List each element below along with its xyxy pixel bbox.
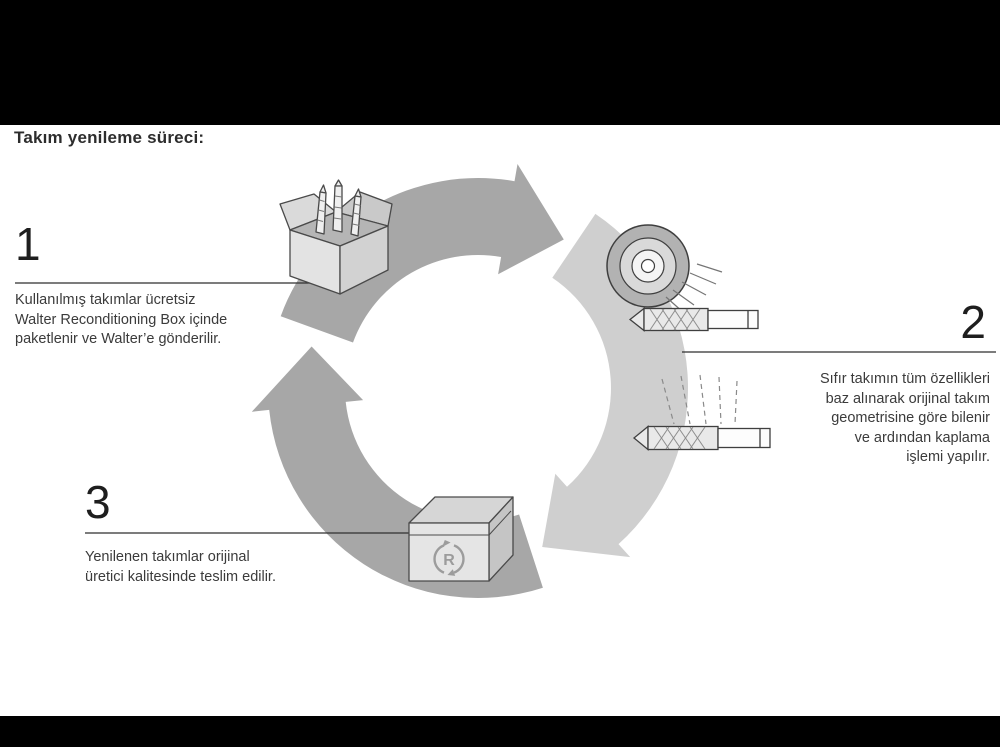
text-line: Sıfır takımın tüm özellikleri <box>819 371 990 387</box>
step-3-number: 3 <box>85 476 111 528</box>
text-line: Kullanılmış takımlar ücretsiz <box>15 292 196 308</box>
recycle-logo-letter: R <box>443 552 455 569</box>
box-front-face <box>408 522 490 582</box>
text-line: işlemi yapılır. <box>906 449 990 465</box>
text-line: paketlenir ve Walter’e gönderilir. <box>15 331 222 347</box>
text-line: ve ardından kaplama <box>854 429 990 446</box>
recycle-logo-icon <box>433 540 465 576</box>
page-title: Takım yenileme süreci: <box>14 128 205 147</box>
grinding-sparks-icon <box>665 263 723 314</box>
letterbox-bottom <box>0 716 1000 747</box>
box-front-right <box>339 225 389 295</box>
text-line: baz alınarak orijinal takım <box>825 390 990 407</box>
letterbox-top <box>0 0 1000 125</box>
step-3-description: Yenilenen takımlar orijinal üretici kali… <box>85 548 325 587</box>
delivery-box-icon: R <box>408 496 514 582</box>
drill-bits-icon <box>315 179 362 237</box>
text-line: geometrisine göre bilenir <box>831 410 990 426</box>
used-tools-box-icon <box>279 179 393 295</box>
document-page: Takım yenileme süreci: <box>0 125 1000 716</box>
cycle-arrow-top <box>280 164 564 343</box>
text-line: Yenilenen takımlar orijinal <box>85 549 250 565</box>
reground-tool-icon <box>628 307 759 332</box>
coated-tool-icon <box>632 425 771 451</box>
step-2-description: Sıfır takımın tüm özellikleri baz alınar… <box>760 370 990 468</box>
step-2-number: 2 <box>960 296 986 348</box>
text-line: Walter Reconditioning Box içinde <box>15 311 228 328</box>
text-line: üretici kalitesinde teslim edilir. <box>85 568 276 585</box>
step-1-description: Kullanılmış takımlar ücretsiz Walter Rec… <box>15 291 265 350</box>
process-cycle-diagram: R <box>15 164 996 598</box>
grinding-wheel-icon <box>606 224 690 308</box>
leader-lines <box>15 282 996 534</box>
coating-spray-icon <box>661 374 738 425</box>
step-1-number: 1 <box>15 218 41 270</box>
